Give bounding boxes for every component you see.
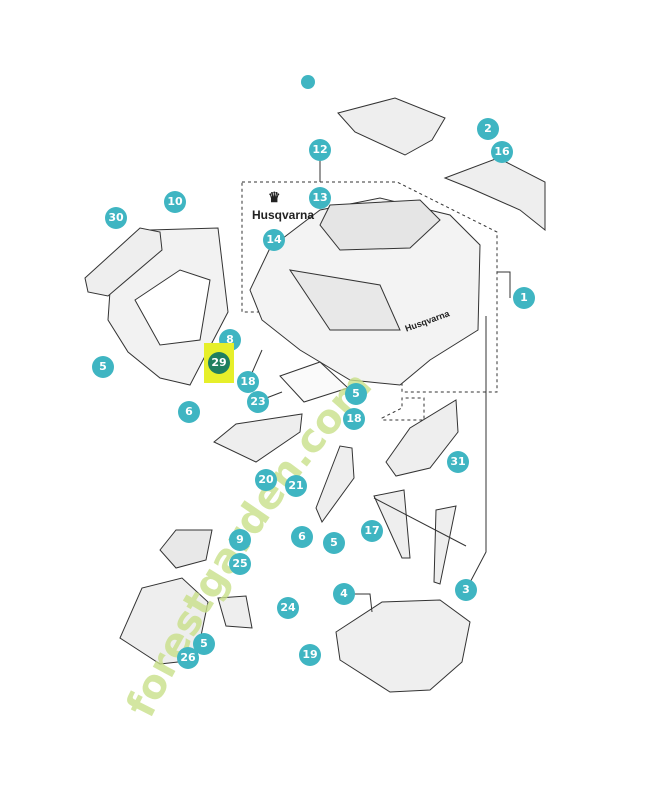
callout-1[interactable]: 1: [513, 287, 535, 309]
callout-3[interactable]: 3: [455, 579, 477, 601]
part-20: [213, 413, 303, 463]
callout-9[interactable]: 9: [229, 529, 251, 551]
callout-21[interactable]: 21: [285, 475, 307, 497]
top-cover: [337, 97, 446, 156]
callout-14[interactable]: 14: [263, 229, 285, 251]
right-fender: [443, 157, 546, 232]
callout-30[interactable]: 30: [105, 207, 127, 229]
callout-5[interactable]: 5: [193, 633, 215, 655]
part-31: [385, 399, 459, 477]
callout-23[interactable]: 23: [247, 391, 269, 413]
part-17-right: [433, 505, 457, 585]
callout-5[interactable]: 5: [345, 383, 367, 405]
part-24: [217, 595, 253, 629]
part-30: [84, 227, 163, 297]
part-17-left: [373, 489, 411, 559]
callout-10[interactable]: 10: [164, 191, 186, 213]
part-19: [335, 599, 471, 693]
callout-4[interactable]: 4: [333, 583, 355, 605]
part-17-bar: [373, 497, 467, 547]
callout-6[interactable]: 6: [291, 526, 313, 548]
brand-name: Husqvarna: [252, 208, 315, 222]
part-21: [315, 445, 355, 524]
callout-2[interactable]: 2: [477, 118, 499, 140]
callout-19[interactable]: 19: [299, 644, 321, 666]
highlighted-part[interactable]: 29: [204, 343, 234, 383]
callout-17[interactable]: 17: [361, 520, 383, 542]
callout-31[interactable]: 31: [447, 451, 469, 473]
callout-25[interactable]: 25: [229, 553, 251, 575]
callout-18[interactable]: 18: [343, 408, 365, 430]
part-26: [119, 577, 209, 665]
callout-16[interactable]: 16: [491, 141, 513, 163]
callout-24[interactable]: 24: [277, 597, 299, 619]
brand-logo-icon: ♛: [268, 189, 281, 205]
callout-12[interactable]: 12: [309, 139, 331, 161]
part-9: [159, 529, 213, 569]
callout-18[interactable]: 18: [237, 371, 259, 393]
callout-20[interactable]: 20: [255, 469, 277, 491]
outline-box: [241, 181, 498, 393]
callout-6[interactable]: 6: [178, 401, 200, 423]
callout-29[interactable]: 29: [208, 352, 230, 374]
callout-5[interactable]: 5: [92, 356, 114, 378]
callout-13[interactable]: 13: [309, 187, 331, 209]
callout-5[interactable]: 5: [323, 532, 345, 554]
callout-26[interactable]: 26: [177, 647, 199, 669]
